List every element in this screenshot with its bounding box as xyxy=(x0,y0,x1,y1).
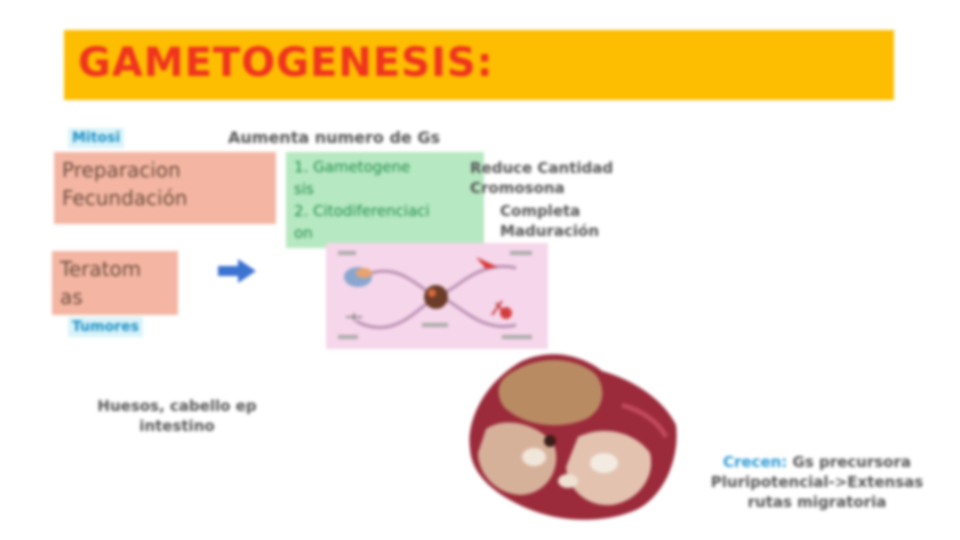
huesos-text: Huesos, cabello ep intestino xyxy=(82,396,272,436)
completa-line-1: Completa xyxy=(500,202,581,220)
rutas-line: rutas migratoria xyxy=(747,493,887,511)
stage-2-line-a: 2. Citodiferenciaci xyxy=(294,202,430,220)
aumenta-text: Aumenta numero de Gs xyxy=(228,128,440,147)
teratoma-line-1: Teratom xyxy=(60,257,142,281)
reduce-text: Reduce Cantidad Cromosona xyxy=(470,158,613,198)
teratoma-line-2: as xyxy=(60,285,83,309)
mitosis-tag: Mitosi xyxy=(68,128,125,148)
pluripotencial-line: Pluripotencial->Extensas xyxy=(710,473,924,491)
cell-migration-diagram xyxy=(326,243,548,349)
huesos-line-1: Huesos, cabello ep xyxy=(97,397,257,415)
diagram-graphic xyxy=(338,251,532,339)
completa-text: Completa Maduración xyxy=(500,201,599,241)
title-bar xyxy=(64,30,894,100)
preparacion-box: Preparacion Fecundación xyxy=(54,152,276,224)
huesos-line-2: intestino xyxy=(139,417,215,435)
tumores-tag: Tumores xyxy=(68,317,143,337)
teratoma-specimen-photo xyxy=(469,354,677,520)
preparacion-line: Preparacion xyxy=(62,158,181,182)
slide-title: GAMETOGENESIS: xyxy=(78,40,494,86)
stage-1-line-b: sis xyxy=(294,180,314,198)
fecundacion-line: Fecundación xyxy=(62,186,188,210)
reduce-line-1: Reduce Cantidad xyxy=(470,159,614,177)
stage-2-line-b: on xyxy=(294,224,313,242)
crecen-rest: Gs precursora xyxy=(787,453,912,471)
stage-1-line-a: 1. Gametogene xyxy=(294,158,411,176)
teratoma-box: Teratom as xyxy=(52,251,178,315)
completa-line-2: Maduración xyxy=(500,222,600,240)
reduce-line-2: Cromosona xyxy=(470,179,565,197)
stages-box: 1. Gametogene sis 2. Citodiferenciaci on xyxy=(286,152,484,248)
right-arrow-icon xyxy=(218,259,256,283)
crecen-text: Crecen: Gs precursora Pluripotencial->Ex… xyxy=(676,452,958,512)
crecen-line: Crecen: Gs precursora xyxy=(676,452,958,472)
crecen-word: Crecen: xyxy=(722,453,788,471)
